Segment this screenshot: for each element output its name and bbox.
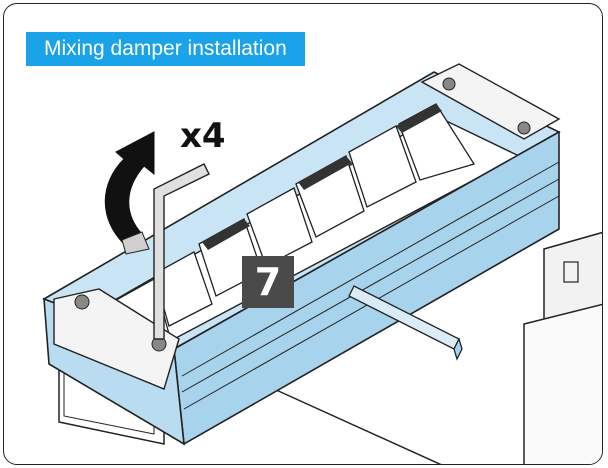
hex-key-icon [153, 163, 210, 340]
diagram-frame: Mixing damper installation x4 7 [3, 3, 603, 465]
top-bracket [420, 63, 561, 140]
front-bracket [53, 288, 180, 390]
step-number-badge: 7 [242, 256, 294, 308]
diagram-title: Mixing damper installation [26, 32, 305, 66]
floor-line [273, 388, 442, 464]
damper-illustration [42, 63, 602, 464]
damper-frame [42, 71, 561, 446]
rotate-arrow-icon [104, 131, 155, 255]
damper-shaft [348, 285, 463, 361]
quantity-label: x4 [180, 116, 226, 156]
duct-housing [523, 231, 602, 464]
blade-edges [202, 104, 442, 250]
